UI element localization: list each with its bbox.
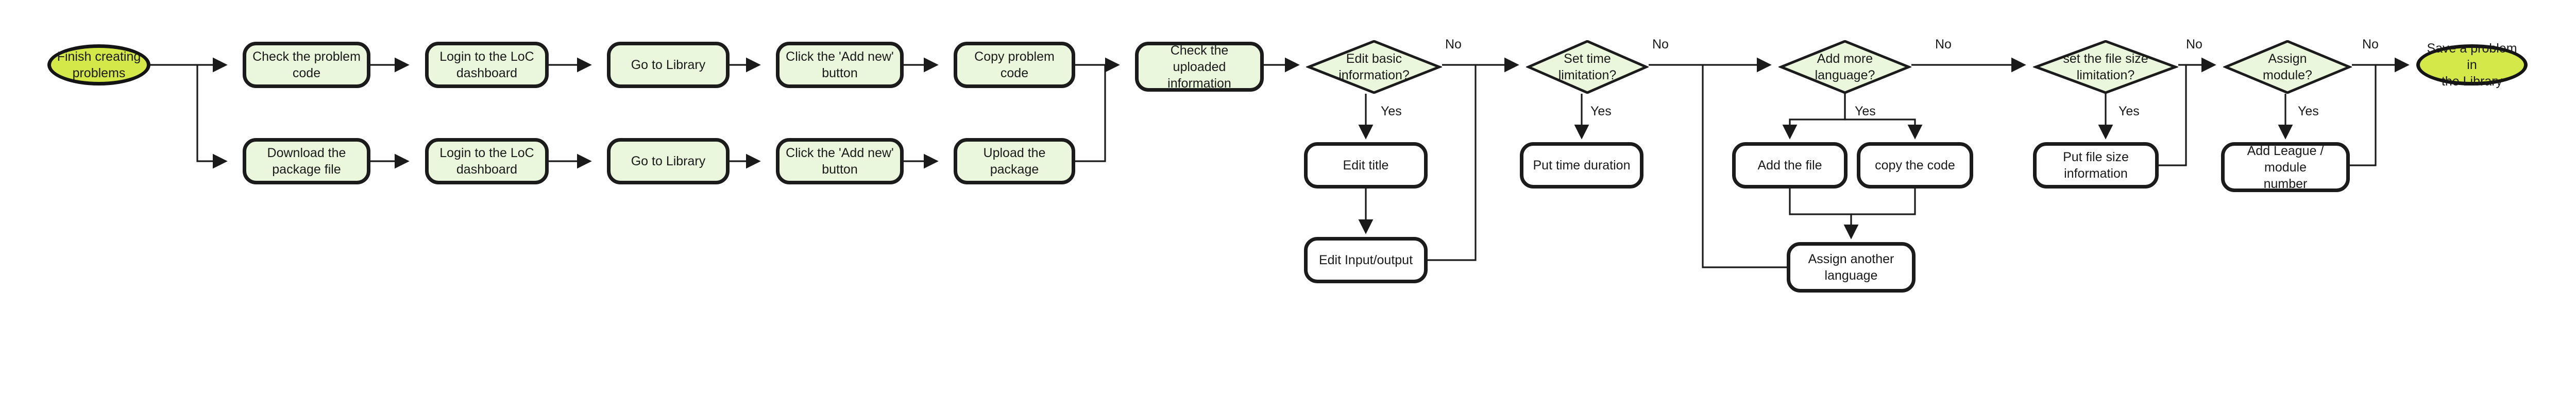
process-node-edit_io[interactable]: Edit Input/output bbox=[1304, 237, 1428, 283]
node-label-addnew_top: Click the 'Add new' button bbox=[786, 49, 894, 80]
process-node-add_league[interactable]: Add League / module number bbox=[2221, 142, 2350, 192]
edge-label-add-lang-no: No bbox=[1935, 37, 1952, 52]
edge-label-assign-module-no: No bbox=[2362, 37, 2379, 52]
edge-add-league-rejoin bbox=[2350, 65, 2377, 166]
process-node-upload_pkg[interactable]: Upload the package bbox=[954, 138, 1075, 184]
edge-add-lang-yes-to-copy-code-lang bbox=[1844, 94, 1923, 140]
node-label-login_bottom: Login to the LoC dashboard bbox=[439, 146, 534, 177]
process-node-put_time[interactable]: Put time duration bbox=[1520, 142, 1643, 189]
node-label-library_bottom: Go to Library bbox=[631, 154, 706, 168]
process-node-copy_code[interactable]: Copy problem code bbox=[954, 42, 1075, 88]
node-label-add_file: Add the file bbox=[1757, 158, 1822, 173]
terminator-node-start[interactable]: Finish creating problems bbox=[47, 44, 150, 85]
process-node-check_code[interactable]: Check the problem code bbox=[243, 42, 370, 88]
edge-label-edit-basic-no: No bbox=[1445, 37, 1462, 52]
node-label-add_lang_q: Add more language? bbox=[1815, 52, 1875, 82]
edge-upload-to-check-uploaded bbox=[1075, 65, 1106, 162]
node-label-addnew_bottom: Click the 'Add new' button bbox=[786, 146, 894, 177]
edge-loopback-to-assign-language bbox=[1702, 65, 1787, 268]
edge-copy-code-lang-to-assign-language bbox=[1851, 189, 1916, 215]
node-label-edit_basic_q: Edit basic information? bbox=[1338, 52, 1410, 82]
process-node-download_pkg[interactable]: Download the package file bbox=[243, 138, 370, 184]
node-label-add_league: Add League / module number bbox=[2247, 143, 2324, 191]
node-label-end: Save a problem in the Library bbox=[2427, 41, 2517, 89]
node-label-check_uploaded: Check the uploaded information bbox=[1167, 43, 1231, 91]
edge-label-add-lang-yes: Yes bbox=[1855, 104, 1876, 118]
decision-node-assign_module_q[interactable]: Assign module? bbox=[2223, 40, 2352, 94]
process-node-library_top[interactable]: Go to Library bbox=[607, 42, 730, 88]
process-node-copy_code_lang[interactable]: copy the code bbox=[1857, 142, 1973, 189]
diamond-shape-icon bbox=[2033, 40, 2178, 94]
decision-node-file_size_q[interactable]: set the file size limitation? bbox=[2033, 40, 2178, 94]
decision-node-add_lang_q[interactable]: Add more language? bbox=[1778, 40, 1911, 94]
process-node-check_uploaded[interactable]: Check the uploaded information bbox=[1135, 42, 1264, 92]
node-label-login_top: Login to the LoC dashboard bbox=[439, 49, 534, 80]
node-label-set_time_q: Set time limitation? bbox=[1558, 52, 1617, 82]
node-label-edit_title: Edit title bbox=[1343, 158, 1389, 173]
edge-put-file-size-rejoin bbox=[2159, 65, 2187, 166]
decision-node-set_time_q[interactable]: Set time limitation? bbox=[1526, 40, 1649, 94]
diamond-shape-icon bbox=[2223, 40, 2352, 94]
edge-label-edit-basic-yes: Yes bbox=[1381, 104, 1402, 118]
edge-label-file-size-no: No bbox=[2186, 37, 2202, 52]
edge-label-assign-module-yes: Yes bbox=[2298, 104, 2319, 118]
diamond-shape-icon bbox=[1306, 40, 1442, 94]
node-label-assign_lang: Assign another language bbox=[1808, 252, 1894, 283]
edge-label-file-size-yes: Yes bbox=[2119, 104, 2140, 118]
diamond-shape-icon bbox=[1526, 40, 1649, 94]
terminator-node-end[interactable]: Save a problem in the Library bbox=[2416, 41, 2528, 89]
decision-node-edit_basic_q[interactable]: Edit basic information? bbox=[1306, 40, 1442, 94]
process-node-assign_lang[interactable]: Assign another language bbox=[1787, 242, 1916, 293]
node-label-assign_module_q: Assign module? bbox=[2263, 52, 2312, 82]
process-node-addnew_bottom[interactable]: Click the 'Add new' button bbox=[776, 138, 904, 184]
node-label-copy_code_lang: copy the code bbox=[1875, 158, 1955, 173]
process-node-edit_title[interactable]: Edit title bbox=[1304, 142, 1428, 189]
node-label-library_top: Go to Library bbox=[631, 58, 706, 72]
process-node-addnew_top[interactable]: Click the 'Add new' button bbox=[776, 42, 904, 88]
edge-label-set-time-yes: Yes bbox=[1590, 104, 1612, 118]
edge-edit-io-rejoin bbox=[1428, 65, 1477, 261]
process-node-add_file[interactable]: Add the file bbox=[1732, 142, 1848, 189]
node-label-edit_io: Edit Input/output bbox=[1318, 253, 1413, 267]
node-label-download_pkg: Download the package file bbox=[267, 146, 346, 177]
node-label-put_file_size: Put file size information bbox=[2063, 150, 2129, 181]
diamond-shape-icon bbox=[1778, 40, 1911, 94]
edge-label-set-time-no: No bbox=[1652, 37, 1669, 52]
node-label-file_size_q: set the file size limitation? bbox=[2063, 52, 2148, 82]
process-node-put_file_size[interactable]: Put file size information bbox=[2033, 142, 2159, 189]
process-node-login_top[interactable]: Login to the LoC dashboard bbox=[425, 42, 549, 88]
node-label-check_code: Check the problem code bbox=[252, 49, 361, 80]
node-label-start: Finish creating problems bbox=[57, 49, 141, 80]
edge-add-lang-yes-to-add-file bbox=[1782, 94, 1846, 140]
node-label-upload_pkg: Upload the package bbox=[983, 146, 1046, 177]
process-node-library_bottom[interactable]: Go to Library bbox=[607, 138, 730, 184]
edge-add-file-to-assign-language bbox=[1789, 189, 1859, 239]
edge-start-to-download bbox=[196, 65, 228, 169]
node-label-copy_code: Copy problem code bbox=[974, 49, 1055, 80]
node-label-put_time: Put time duration bbox=[1533, 158, 1631, 173]
process-node-login_bottom[interactable]: Login to the LoC dashboard bbox=[425, 138, 549, 184]
